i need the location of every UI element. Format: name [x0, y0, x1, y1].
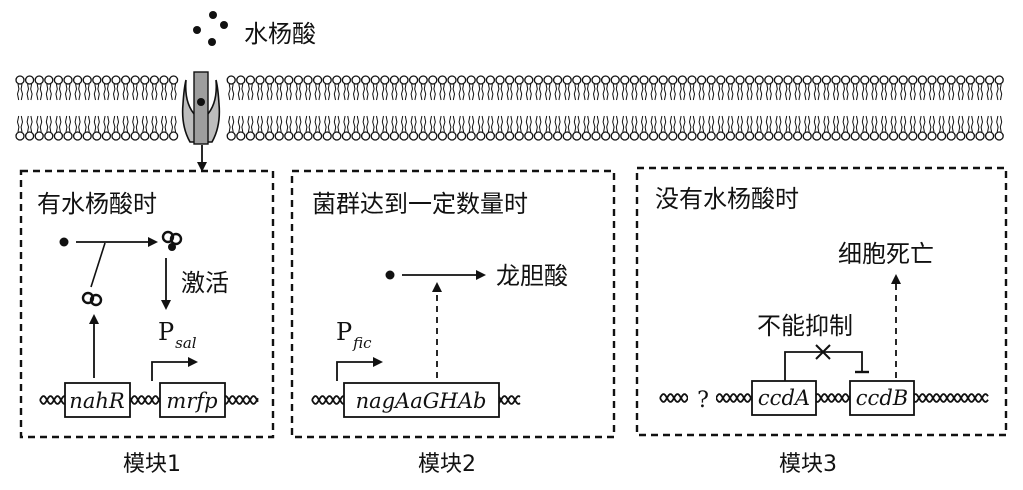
- gentisic-acid-label: 龙胆酸: [496, 262, 568, 290]
- salicylic-acid-dot: [385, 270, 395, 280]
- inhibition-line: [784, 351, 863, 381]
- module-2-caption: 模块2: [418, 452, 476, 477]
- gene-box-nagaaghab: [343, 382, 500, 418]
- module-1-caption: 模块1: [123, 452, 181, 477]
- module-2-box: [290, 169, 616, 439]
- module-3-title: 没有水杨酸时: [655, 185, 799, 213]
- module-2-title: 菌群达到一定数量时: [312, 190, 528, 218]
- unknown-promoter-marker: ?: [697, 388, 709, 413]
- membrane-channel-protein: [181, 71, 221, 145]
- nahr-protein-icon: [81, 291, 103, 307]
- gene-label-ccdb: ccdB: [856, 386, 908, 410]
- gene-box-ccda: [751, 380, 817, 416]
- nahr-salicylate-complex-icon: [161, 230, 183, 251]
- channel-molecule: [197, 98, 205, 106]
- module-3: 没有水杨酸时 细胞死亡 不能抑制 ? ccdA ccdB: [635, 166, 1008, 437]
- module-1-box: [19, 169, 275, 439]
- salicylic-acid-label: 水杨酸: [244, 20, 316, 48]
- gene-box-ccdb: [849, 380, 915, 416]
- salicylic-acid-molecules: [193, 11, 228, 46]
- unknown-element-mask: [688, 384, 716, 412]
- module-1: 有水杨酸时 激活 Psal nahR mrfp: [19, 169, 275, 439]
- gene-label-nagaaghab: nagAaGHAb: [356, 389, 487, 413]
- blocked-cross-icon: [815, 344, 831, 360]
- gene-label-ccda: ccdA: [758, 386, 810, 410]
- gene-box-nahr: [64, 382, 131, 418]
- activate-label: 激活: [181, 269, 229, 297]
- gene-label-nahr: nahR: [69, 389, 125, 413]
- gene-box-mrfp: [159, 382, 226, 418]
- gene-label-mrfp: mrfp: [166, 389, 217, 413]
- module-1-title: 有水杨酸时: [37, 190, 157, 218]
- cannot-inhibit-label: 不能抑制: [757, 312, 853, 340]
- promoter-arrow: [151, 357, 198, 381]
- module-3-caption: 模块3: [779, 452, 837, 477]
- regulator-join-line: [90, 242, 106, 288]
- promoter-arrow: [336, 357, 383, 381]
- salicylic-acid-dot: [59, 237, 69, 247]
- module-3-box: [635, 166, 1008, 437]
- cell-membrane: [15, 75, 1004, 141]
- promoter-p-sal: Psal: [158, 318, 197, 352]
- cell-death-label: 细胞死亡: [838, 240, 934, 268]
- promoter-p-fic: Pfic: [336, 318, 372, 352]
- module-2: 菌群达到一定数量时 龙胆酸 Pfic nagAaGHAb: [290, 169, 616, 439]
